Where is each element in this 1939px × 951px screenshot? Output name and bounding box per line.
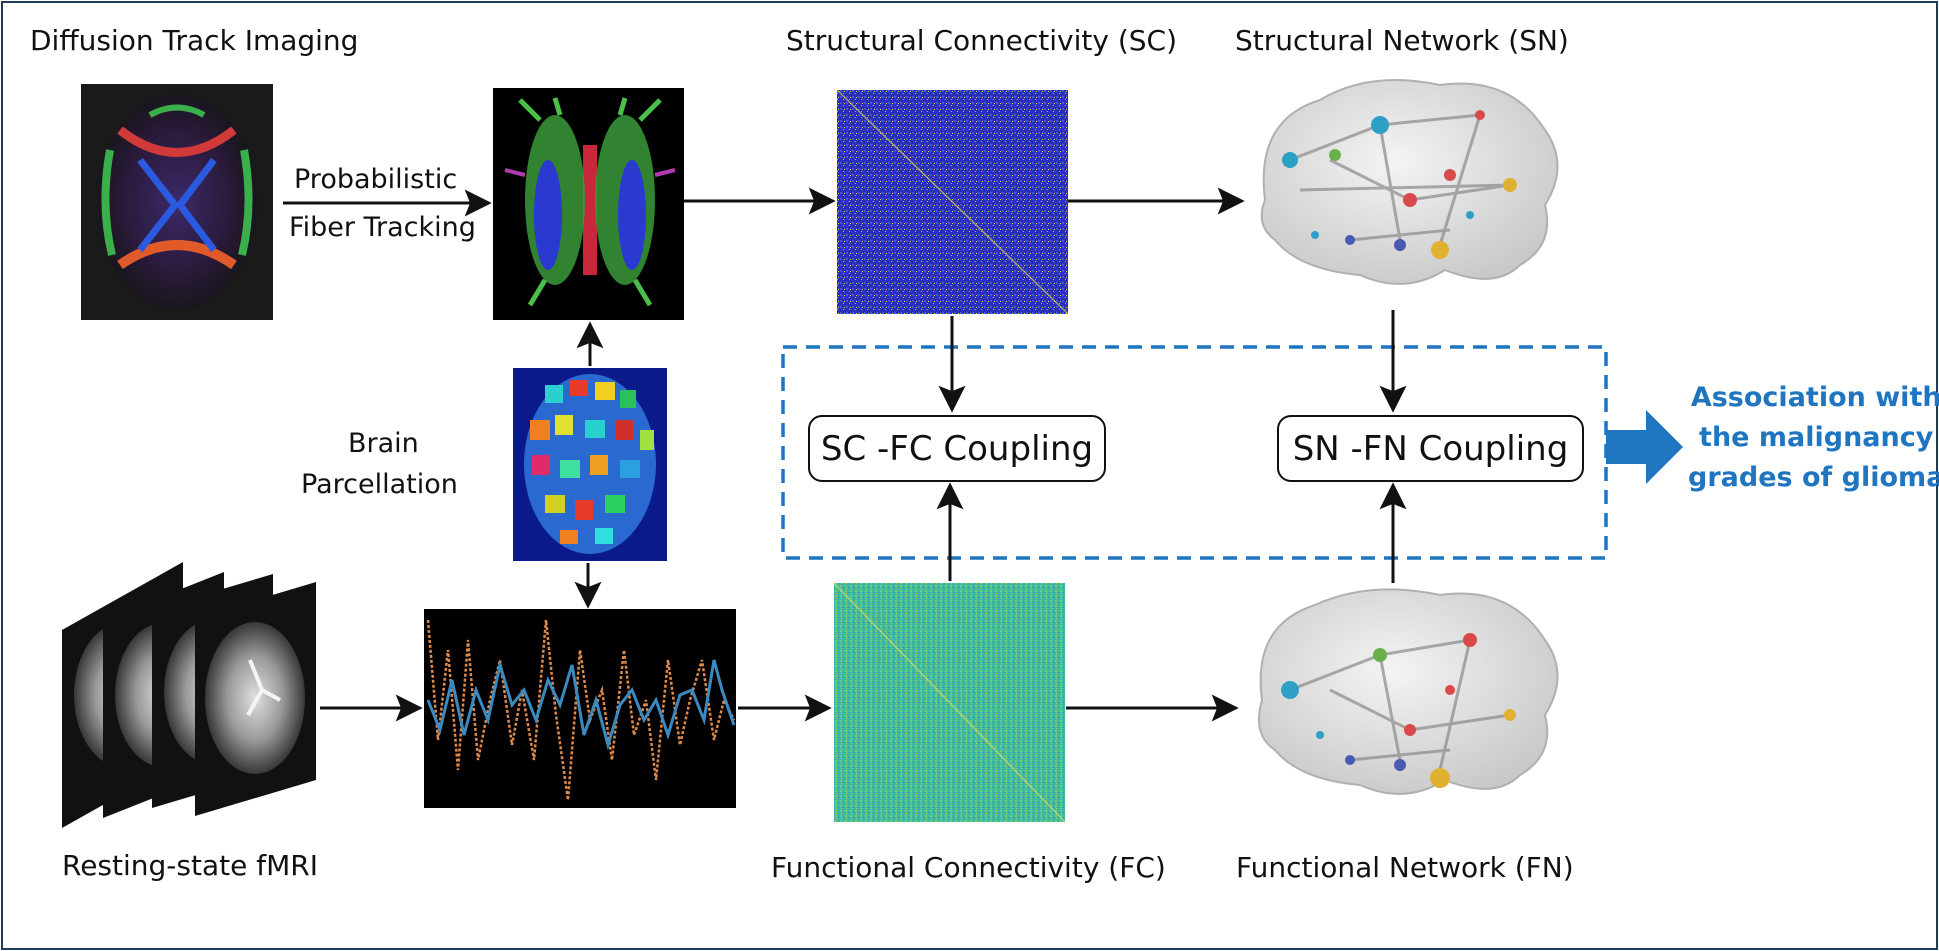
brain-label-line1: Brain xyxy=(348,428,419,459)
sn-label: Structural Network (SN) xyxy=(1235,24,1569,57)
structural-network-brain xyxy=(1260,79,1559,285)
association-line1: Association with xyxy=(1690,382,1939,413)
timeseries-plot xyxy=(424,609,736,808)
rsfmri-label: Resting-state fMRI xyxy=(62,849,318,882)
functional-network-brain xyxy=(1258,588,1559,795)
association-line3: grades of glioma xyxy=(1688,462,1939,493)
dti-label: Diffusion Track Imaging xyxy=(30,24,359,57)
dti-brain-image xyxy=(81,84,273,320)
snfn-coupling-box: SN -FN Coupling xyxy=(1277,415,1584,482)
prob-label-line1: Probabilistic xyxy=(294,164,458,195)
association-line2: the malignancy xyxy=(1699,422,1934,453)
fiber-tract-image xyxy=(493,88,684,320)
fc-label: Functional Connectivity (FC) xyxy=(771,851,1166,884)
scfc-coupling-box: SC -FC Coupling xyxy=(808,415,1106,482)
parcellation-image xyxy=(513,368,667,561)
prob-label-line2: Fiber Tracking xyxy=(289,212,476,243)
fn-label: Functional Network (FN) xyxy=(1236,851,1574,884)
arrows xyxy=(283,187,1407,722)
association-text: Association with the malignancy grades o… xyxy=(1688,378,1939,498)
brain-label-line2: Parcellation xyxy=(301,469,458,500)
sc-label: Structural Connectivity (SC) xyxy=(786,24,1178,57)
association-arrow xyxy=(1606,410,1683,484)
fmri-stack-image xyxy=(62,562,316,828)
fc-matrix xyxy=(833,582,1066,823)
sc-matrix xyxy=(836,89,1069,315)
